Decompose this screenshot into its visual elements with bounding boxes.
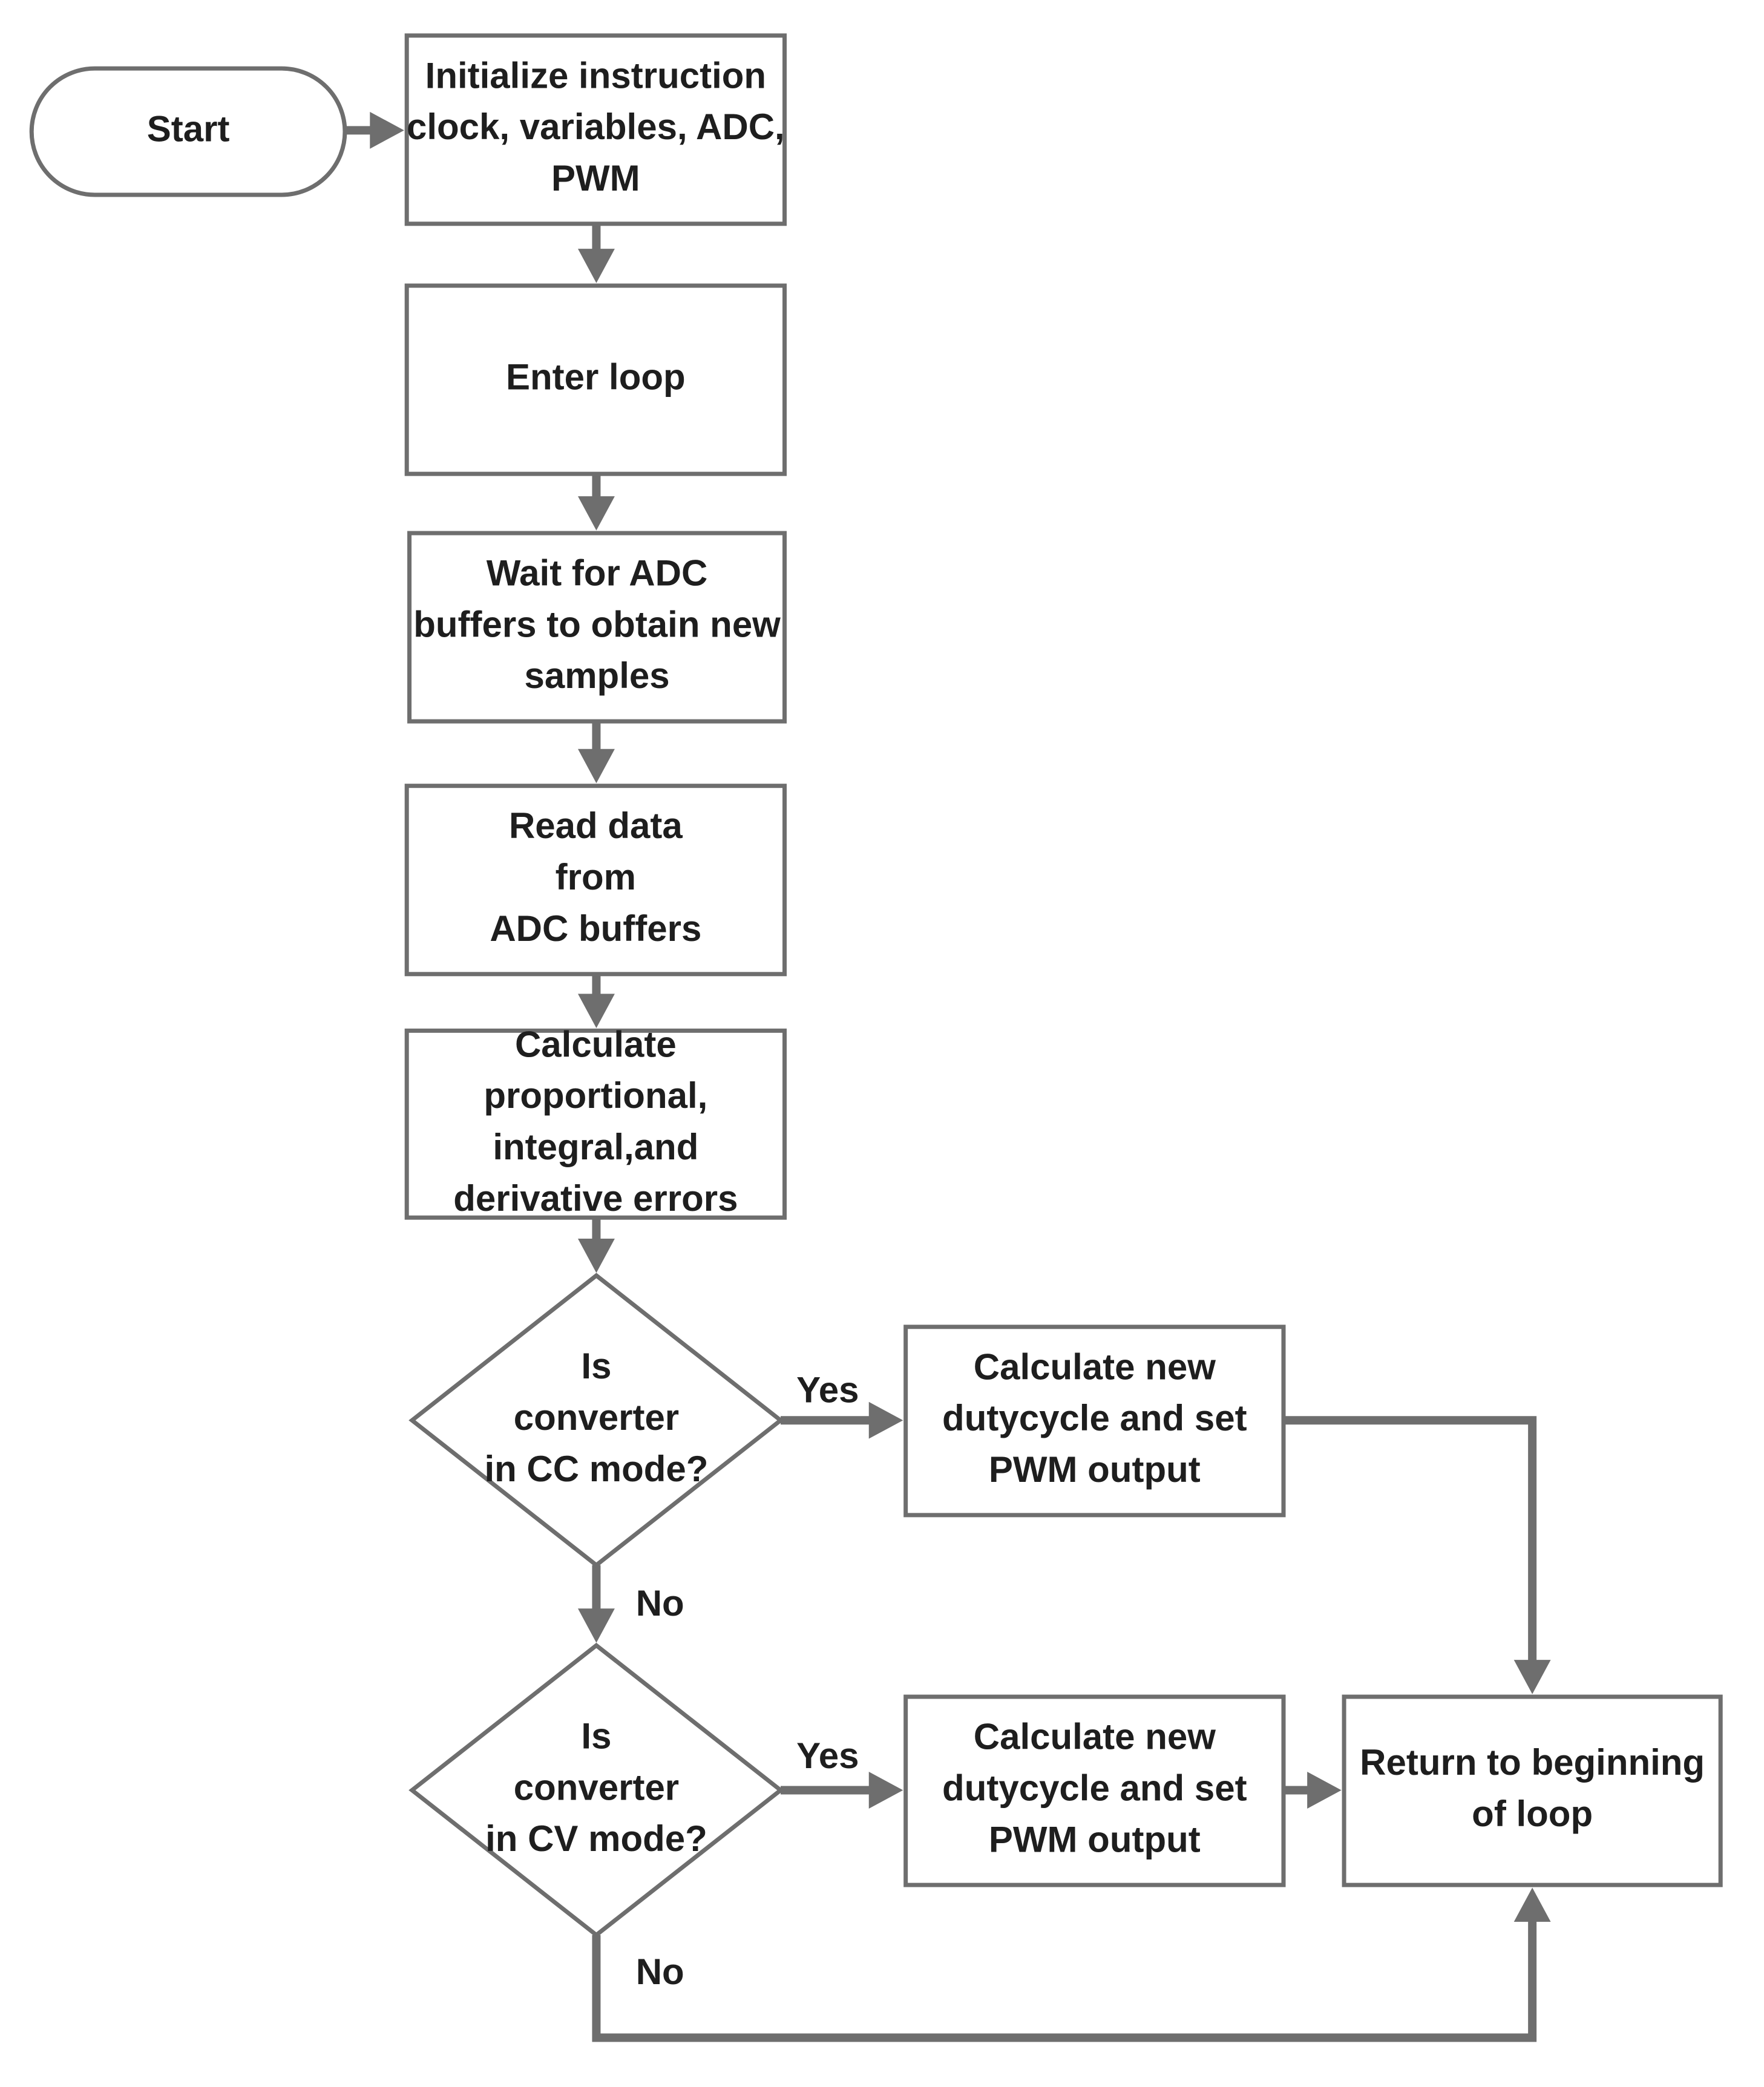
node-label-line: converter	[514, 1767, 679, 1807]
node-label-line: in CC mode?	[484, 1449, 708, 1489]
terminator-shape	[29, 66, 347, 197]
node-label-line: derivative errors	[453, 1178, 738, 1219]
node-label-line: PWM output	[989, 1819, 1201, 1859]
process-box	[903, 1325, 1286, 1518]
connector-line	[1283, 1416, 1537, 1662]
node-return-loop: Return to beginning of loop	[1342, 1694, 1723, 1887]
process-box	[903, 1694, 1286, 1887]
node-calc-errors: Calculate proportional, integral,and deriva…	[404, 1024, 787, 1220]
edge-cv-no	[592, 1887, 1551, 2042]
node-label-line: dutycycle and set	[942, 1768, 1247, 1808]
node-label-line: PWM output	[989, 1449, 1201, 1490]
edge-calc-to-cc	[577, 1217, 615, 1273]
node-label-line: Start	[147, 108, 230, 149]
arrow-head-icon	[577, 749, 615, 784]
edge-wait-to-read	[577, 721, 615, 784]
arrow-head-icon	[1513, 1660, 1551, 1694]
node-label-line: Calculate new	[974, 1346, 1216, 1387]
connector-line	[592, 1921, 1537, 2042]
arrow-head-icon	[577, 1239, 615, 1273]
edge-cv-yes	[780, 1772, 903, 1809]
node-label-line: converter	[514, 1397, 679, 1438]
edge-label-yes: Yes	[796, 1369, 859, 1410]
arrow-head-icon	[868, 1772, 903, 1809]
node-label-line: Initialize instruction	[425, 55, 766, 96]
node-start: Start	[29, 66, 347, 197]
node-label-line: Is	[581, 1716, 611, 1757]
edge-cc-yes	[780, 1401, 903, 1439]
arrow-head-icon	[370, 111, 404, 149]
node-init: Initialize instruction clock, variables, …	[404, 33, 787, 226]
process-box	[404, 283, 787, 476]
node-label-line: samples	[524, 655, 669, 696]
node-label-line: Return to beginning	[1360, 1742, 1705, 1783]
decision-diamond	[408, 1273, 784, 1568]
decision-diamond	[408, 1642, 784, 1938]
arrow-head-icon	[868, 1401, 903, 1439]
arrow-head-icon	[577, 249, 615, 283]
process-box	[1342, 1694, 1723, 1887]
node-wait-adc: Wait for ADC buffers to obtain new samples	[407, 531, 787, 724]
node-label-line: Wait for ADC	[487, 553, 708, 594]
node-label-line: Calculate new	[974, 1717, 1216, 1757]
node-cv-decision: Is converter in CV mode?	[408, 1642, 784, 1938]
edge-read-to-calc	[577, 974, 615, 1028]
edge-start-to-init	[344, 111, 404, 149]
edge-label-no: No	[636, 1951, 684, 1992]
edge-cc-no	[577, 1565, 615, 1643]
node-label-line: Read data	[509, 805, 683, 846]
node-label-line: clock, variables, ADC,	[407, 106, 785, 147]
edge-cc-action-to-return	[1283, 1416, 1551, 1694]
node-label-line: Is	[581, 1346, 611, 1386]
edge-enter-to-wait	[577, 474, 615, 531]
edge-cv-action-to-return	[1283, 1772, 1342, 1809]
node-label-line: from	[556, 857, 636, 897]
edge-label-yes: Yes	[796, 1735, 859, 1776]
node-label-line: PWM	[551, 158, 640, 198]
process-box	[407, 531, 787, 724]
edge-label-no: No	[636, 1583, 684, 1623]
node-label-line: in CV mode?	[485, 1818, 707, 1859]
node-label-line: Enter loop	[506, 356, 686, 397]
node-label-line: proportional,	[484, 1075, 707, 1116]
arrow-head-icon	[1307, 1772, 1342, 1809]
arrow-head-icon	[577, 1608, 615, 1643]
edge-init-to-enter	[577, 223, 615, 283]
node-label-line: of loop	[1472, 1794, 1593, 1834]
arrow-head-icon	[577, 496, 615, 531]
node-cc-decision: Is converter in CC mode?	[408, 1273, 784, 1568]
process-box	[404, 1028, 787, 1220]
process-box	[404, 784, 787, 977]
process-box	[404, 33, 787, 226]
arrow-head-icon	[1513, 1887, 1551, 1922]
node-label-line: integral,and	[493, 1127, 698, 1167]
node-label-line: ADC buffers	[490, 908, 701, 949]
node-label-line: Calculate	[515, 1024, 677, 1064]
node-label-line: buffers to obtain new	[413, 604, 781, 644]
node-label-line: dutycycle and set	[942, 1398, 1247, 1438]
node-enter-loop: Enter loop	[404, 283, 787, 476]
arrow-head-icon	[577, 994, 615, 1028]
